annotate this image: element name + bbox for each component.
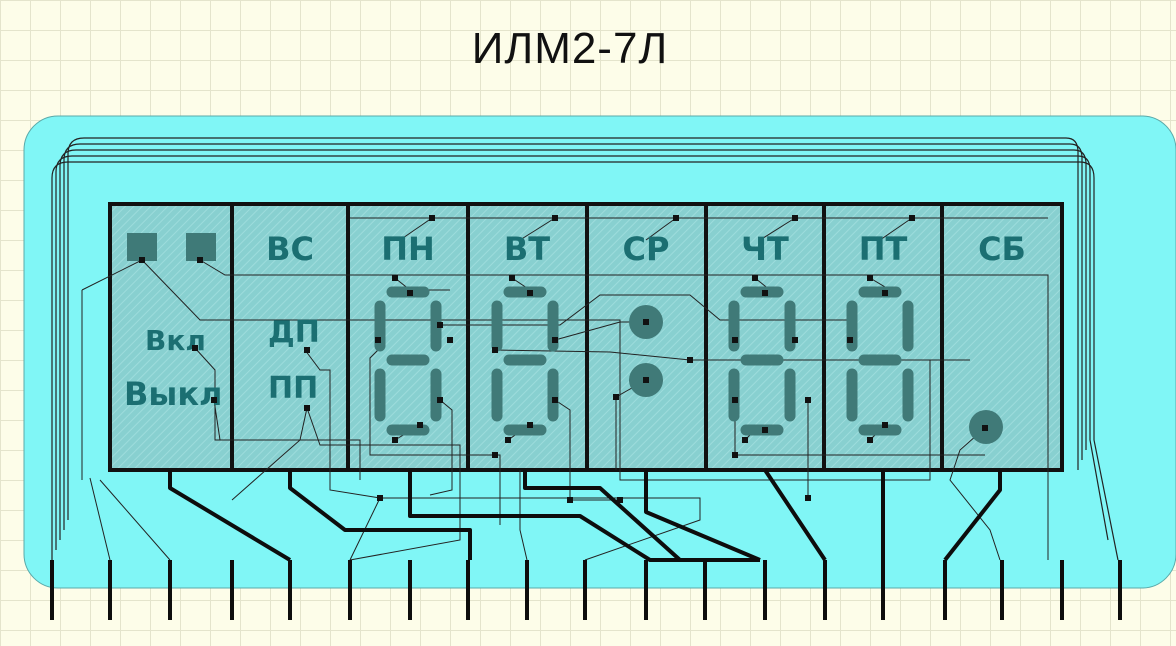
wire-node <box>752 275 758 281</box>
wire-node <box>304 405 310 411</box>
wire-node <box>417 422 423 428</box>
wire-node <box>139 257 145 263</box>
wire-node <box>492 452 498 458</box>
wire-node <box>673 215 679 221</box>
wire-node <box>527 290 533 296</box>
wire-node <box>613 394 619 400</box>
wire-node <box>792 215 798 221</box>
pin-traces <box>168 468 1002 562</box>
wire-node <box>304 347 310 353</box>
wire-node <box>211 397 217 403</box>
diagram-title: ИЛМ2-7Л <box>471 24 669 73</box>
day-label: СР <box>623 230 670 268</box>
display-panels <box>108 202 1064 472</box>
wire-node <box>643 377 649 383</box>
wire-node <box>505 437 511 443</box>
wire-node <box>392 275 398 281</box>
wire-node <box>732 337 738 343</box>
wire-node <box>192 345 198 351</box>
day-label: ЧТ <box>741 230 789 268</box>
wire-node <box>492 347 498 353</box>
wire-node <box>509 275 515 281</box>
wire-node <box>882 290 888 296</box>
wire-node <box>742 437 748 443</box>
wire-node <box>792 337 798 343</box>
wire-node <box>407 290 413 296</box>
mode-label-pp: ПП <box>268 371 318 406</box>
day-label: ВС <box>266 230 314 268</box>
day-label: ВТ <box>504 230 550 268</box>
wire-node <box>429 215 435 221</box>
pins <box>50 560 1122 620</box>
wire-node <box>552 337 558 343</box>
wire-node <box>437 397 443 403</box>
wire-node <box>847 337 853 343</box>
wire-node <box>392 437 398 443</box>
mode-label-off: Выкл <box>124 375 222 413</box>
wire-node <box>867 437 873 443</box>
wire-node <box>982 425 988 431</box>
wire-node <box>762 427 768 433</box>
wire-node <box>447 337 453 343</box>
wire-node <box>643 319 649 325</box>
mode-label-dp: ДП <box>268 315 320 350</box>
wire-node <box>617 497 623 503</box>
bus-wires <box>51 137 1119 561</box>
wire-node <box>732 397 738 403</box>
wire-node <box>197 257 203 263</box>
day-label: ПН <box>381 230 435 268</box>
indicator-square-left <box>127 233 157 261</box>
internal-wiring <box>81 217 1049 561</box>
wire-node <box>732 452 738 458</box>
day-label: СБ <box>978 230 1026 268</box>
wire-node <box>377 495 383 501</box>
wire-node <box>762 290 768 296</box>
wire-node <box>552 215 558 221</box>
wire-node <box>805 397 811 403</box>
wire-node <box>909 215 915 221</box>
wire-node <box>552 397 558 403</box>
mode-label-on: Вкл <box>145 324 206 357</box>
wire-node <box>687 357 693 363</box>
day-label: ПТ <box>859 230 908 268</box>
wire-node <box>437 322 443 328</box>
wire-node <box>567 497 573 503</box>
wire-node <box>527 422 533 428</box>
indicator-square-right <box>186 233 216 261</box>
wire-node <box>375 337 381 343</box>
wire-node <box>867 275 873 281</box>
wire-node <box>882 422 888 428</box>
wire-node <box>805 495 811 501</box>
